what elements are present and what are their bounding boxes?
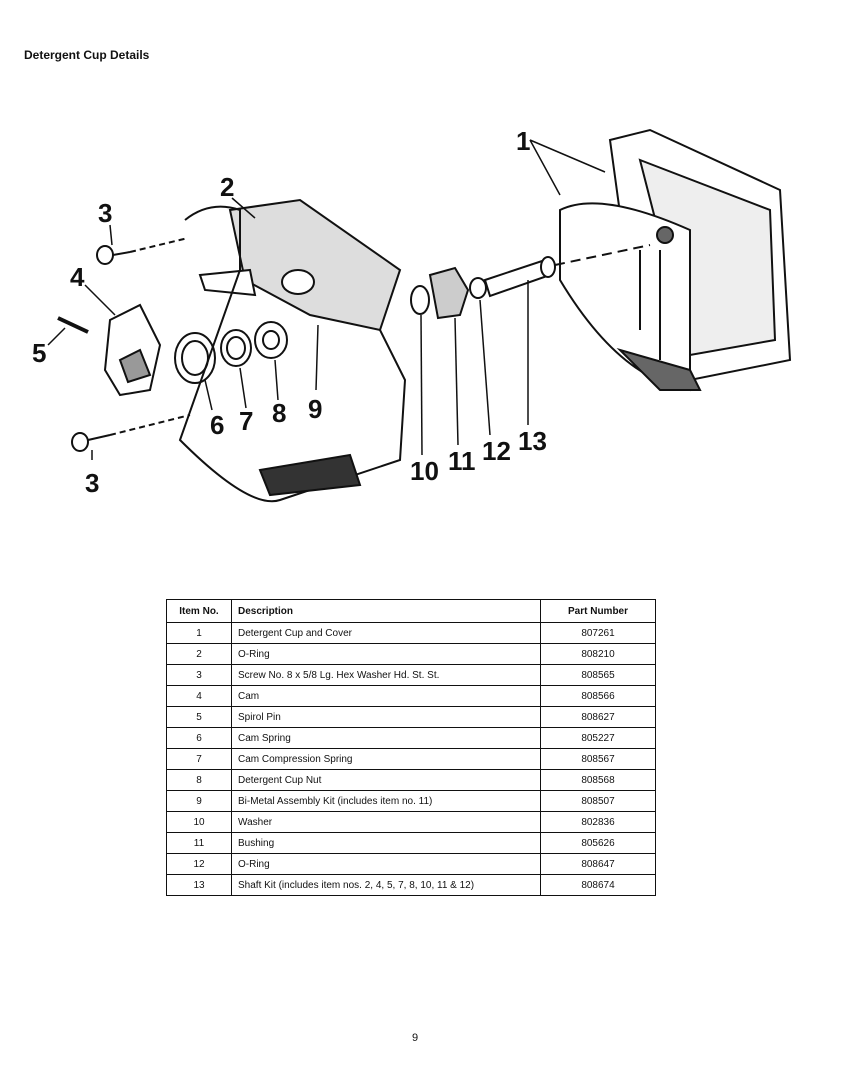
row-item-no: 3 [166,664,232,686]
exploded-parts-diagram: 1 2 3 3 4 5 6 7 8 9 10 11 12 13 [32,126,792,503]
parts-table-header: Item No. Description Part Number [166,599,656,623]
row-description: Detergent Cup Nut [231,769,541,791]
row-description: Shaft Kit (includes item nos. 2, 4, 5, 7… [231,874,541,896]
row-item-no: 6 [166,727,232,749]
row-part-number: 808565 [540,664,656,686]
screws-drawing [71,237,191,452]
table-row: 4 Cam 808566 [166,685,656,707]
row-description: Detergent Cup and Cover [231,622,541,644]
callout-8: 8 [272,398,286,428]
table-row: 7 Cam Compression Spring 808567 [166,748,656,770]
row-part-number: 808567 [540,748,656,770]
row-description: Bi-Metal Assembly Kit (includes item no.… [231,790,541,812]
callout-5: 5 [32,338,46,368]
callout-12: 12 [482,436,511,466]
table-row: 10 Washer 802836 [166,811,656,833]
page-number: 9 [411,1032,419,1044]
callout-4: 4 [70,262,85,292]
table-row: 11 Bushing 805626 [166,832,656,854]
row-item-no: 10 [166,811,232,833]
header-description: Description [231,599,541,623]
row-description: Bushing [231,832,541,854]
header-part-number: Part Number [540,599,656,623]
row-item-no: 7 [166,748,232,770]
row-part-number: 808566 [540,685,656,707]
row-part-number: 807261 [540,622,656,644]
row-item-no: 8 [166,769,232,791]
callout-2: 2 [220,172,234,202]
row-item-no: 13 [166,874,232,896]
callout-7: 7 [239,406,253,436]
callout-9: 9 [308,394,322,424]
row-item-no: 5 [166,706,232,728]
table-row: 6 Cam Spring 805227 [166,727,656,749]
row-item-no: 9 [166,790,232,812]
shaft-parts-drawing [410,244,651,320]
table-row: 1 Detergent Cup and Cover 807261 [166,622,656,644]
row-description: Cam Compression Spring [231,748,541,770]
row-part-number: 808627 [540,706,656,728]
table-row: 5 Spirol Pin 808627 [166,706,656,728]
cam-drawing [57,303,162,397]
table-row: 2 O-Ring 808210 [166,643,656,665]
row-part-number: 808210 [540,643,656,665]
callout-3-top: 3 [98,198,112,228]
row-part-number: 808507 [540,790,656,812]
row-part-number: 808647 [540,853,656,875]
row-part-number: 808674 [540,874,656,896]
callout-3-bottom: 3 [85,468,99,498]
parts-table: Item No. Description Part Number 1 Deter… [166,599,656,896]
callout-13: 13 [518,426,547,456]
row-description: O-Ring [231,853,541,875]
row-description: Washer [231,811,541,833]
callout-1: 1 [516,126,530,156]
row-description: Spirol Pin [231,706,541,728]
row-item-no: 12 [166,853,232,875]
row-item-no: 11 [166,832,232,854]
row-description: Screw No. 8 x 5/8 Lg. Hex Washer Hd. St.… [231,664,541,686]
row-part-number: 802836 [540,811,656,833]
callout-numbers: 1 2 3 3 4 5 6 7 8 9 10 11 12 13 [32,126,547,498]
table-row: 13 Shaft Kit (includes item nos. 2, 4, 5… [166,874,656,896]
row-part-number: 805626 [540,832,656,854]
bi-metal-housing-drawing [178,198,407,503]
page-title: Detergent Cup Details [24,48,150,62]
table-row: 12 O-Ring 808647 [166,853,656,875]
header-item-no: Item No. [166,599,232,623]
row-description: O-Ring [231,643,541,665]
row-part-number: 805227 [540,727,656,749]
leader-lines [47,139,606,460]
row-item-no: 1 [166,622,232,644]
row-item-no: 2 [166,643,232,665]
springs-drawing [174,321,288,384]
row-part-number: 808568 [540,769,656,791]
row-description: Cam [231,685,541,707]
table-row: 3 Screw No. 8 x 5/8 Lg. Hex Washer Hd. S… [166,664,656,686]
table-row: 9 Bi-Metal Assembly Kit (includes item n… [166,790,656,812]
row-item-no: 4 [166,685,232,707]
callout-11: 11 [448,446,476,476]
table-row: 8 Detergent Cup Nut 808568 [166,769,656,791]
callout-6: 6 [210,410,224,440]
callout-10: 10 [410,456,439,486]
row-description: Cam Spring [231,727,541,749]
detergent-cup-cover-drawing [559,128,792,392]
